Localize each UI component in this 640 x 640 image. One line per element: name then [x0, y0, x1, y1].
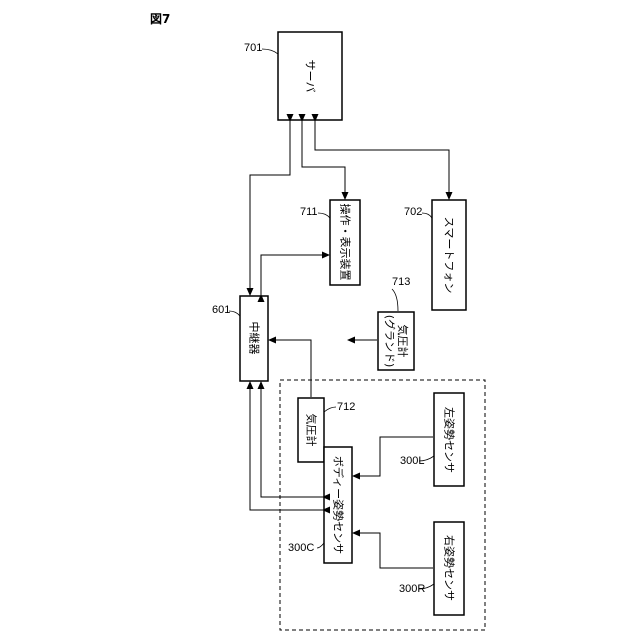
link-server-smartphone — [315, 121, 449, 199]
ref-711: 711 — [300, 206, 318, 218]
link-server-display — [302, 121, 345, 199]
ref-701: 701 — [244, 42, 262, 54]
barometer-ground-line2: (グランド) — [383, 315, 396, 368]
barometer-ground-label: 気圧計 (グランド) — [383, 315, 409, 368]
body-sensor-label: ボディー姿勢センサ — [332, 456, 345, 554]
link-right-body — [353, 533, 433, 568]
relay-label: 中継器 — [248, 322, 261, 355]
leader-601 — [229, 311, 240, 316]
leader-300C — [317, 543, 324, 548]
leader-711 — [318, 213, 330, 218]
right-sensor-label: 右姿勢センサ — [443, 535, 456, 601]
leader-713 — [392, 289, 398, 311]
ref-713: 713 — [392, 276, 410, 288]
leader-702 — [422, 213, 432, 218]
display-label: 操作・表示装置 — [339, 204, 352, 281]
link-server-relay — [250, 121, 290, 295]
leader-701 — [262, 49, 278, 54]
left-sensor-label: 左姿勢センサ — [443, 407, 456, 473]
link-relay-display — [261, 255, 329, 295]
link-barometer-relay — [269, 340, 311, 397]
ref-601: 601 — [212, 304, 230, 316]
barometer-body-label: 気圧計 — [305, 414, 318, 447]
ref-300L: 300L — [400, 455, 424, 467]
ref-712: 712 — [337, 401, 355, 413]
smartphone-label: スマートフォン — [443, 217, 456, 294]
ref-300R: 300R — [399, 583, 425, 595]
barometer-ground-line1: 気圧計 — [396, 315, 409, 368]
server-label: サーバ — [304, 60, 317, 93]
ref-300C: 300C — [288, 542, 314, 554]
leader-712 — [324, 407, 336, 412]
ref-702: 702 — [404, 206, 422, 218]
